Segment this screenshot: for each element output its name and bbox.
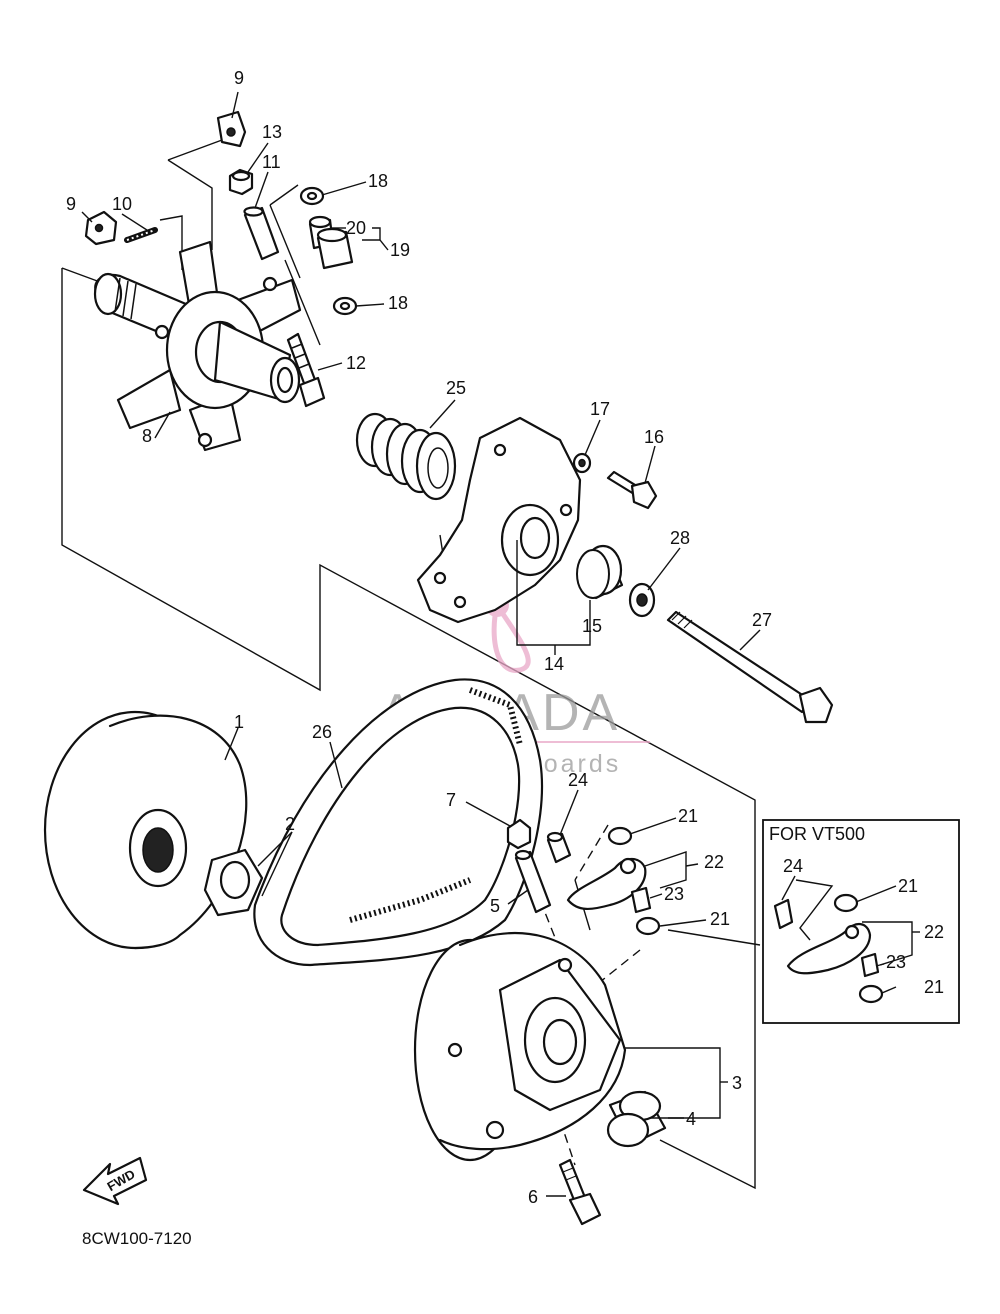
callout-14: 14 bbox=[544, 654, 564, 674]
callout-4: 4 bbox=[686, 1109, 696, 1129]
inset-callout-24: 24 bbox=[783, 856, 803, 876]
callout-2: 2 bbox=[285, 814, 295, 834]
callout-23: 23 bbox=[664, 884, 684, 904]
part-6-bolt bbox=[558, 1158, 602, 1226]
part-2-retainer bbox=[203, 848, 264, 917]
callout-10: 10 bbox=[112, 194, 132, 214]
callout-16: 16 bbox=[644, 427, 664, 447]
part-28-washer bbox=[628, 582, 656, 618]
callout-25: 25 bbox=[446, 378, 466, 398]
callout-1: 1 bbox=[234, 712, 244, 732]
callout-21-bottom: 21 bbox=[710, 909, 730, 929]
part-8-spider-assembly bbox=[93, 240, 302, 452]
part-7-nut bbox=[506, 818, 532, 850]
callout-12: 12 bbox=[346, 353, 366, 373]
inset-callout-22: 22 bbox=[924, 922, 944, 942]
part-27-bolt bbox=[666, 610, 834, 724]
inset-part-23-bushing bbox=[860, 952, 880, 978]
part-18-washer-top bbox=[299, 186, 325, 206]
callout-15: 15 bbox=[582, 616, 602, 636]
inset-part-21-washer-bottom bbox=[858, 984, 884, 1004]
inset-callout-21-top: 21 bbox=[898, 876, 918, 896]
callout-18-bottom: 18 bbox=[388, 293, 408, 313]
callout-21-top: 21 bbox=[678, 806, 698, 826]
part-11-collar bbox=[243, 206, 280, 261]
part-15-bushing bbox=[576, 544, 624, 600]
callout-13: 13 bbox=[262, 122, 282, 142]
callout-leader-lines bbox=[81, 91, 920, 1197]
callout-3: 3 bbox=[732, 1073, 742, 1093]
part-18-washer-bottom bbox=[332, 296, 358, 316]
forward-direction-arrow: FWD bbox=[82, 1156, 148, 1206]
part-22-weight bbox=[566, 857, 647, 910]
callout-9-left: 9 bbox=[66, 194, 76, 214]
callout-27: 27 bbox=[752, 610, 772, 630]
callout-22: 22 bbox=[704, 852, 724, 872]
inset-part-24-pin bbox=[773, 898, 794, 930]
part-19-roller bbox=[316, 227, 354, 270]
diagram-code: 8CW100-7120 bbox=[82, 1229, 192, 1248]
callout-19: 19 bbox=[390, 240, 410, 260]
part-10-pin bbox=[124, 227, 158, 243]
part-9-slider-top bbox=[216, 110, 247, 148]
callout-24: 24 bbox=[568, 770, 588, 790]
inset-title: FOR VT500 bbox=[769, 824, 865, 844]
part-17-washer bbox=[572, 452, 592, 474]
inset-vt500: FOR VT500 bbox=[762, 819, 960, 1024]
part-14-spring-cover bbox=[416, 416, 582, 624]
part-25-spring bbox=[355, 412, 457, 501]
part-23-bushing bbox=[630, 886, 652, 914]
callout-11: 11 bbox=[262, 152, 281, 172]
callout-6: 6 bbox=[528, 1187, 538, 1207]
callout-5: 5 bbox=[490, 896, 500, 916]
part-4-bushing bbox=[606, 1090, 667, 1148]
part-26-belt bbox=[253, 678, 543, 967]
callout-26: 26 bbox=[312, 722, 332, 742]
part-21-washer-bottom bbox=[635, 916, 661, 936]
inset-part-21-washer-top bbox=[833, 893, 859, 913]
callout-17: 17 bbox=[590, 399, 610, 419]
part-12-bolt bbox=[286, 332, 326, 408]
part-21-washer-top bbox=[607, 826, 633, 846]
callout-9-top: 9 bbox=[234, 68, 244, 88]
callout-numbers: 9 13 11 18 20 19 18 12 9 10 8 25 17 16 2… bbox=[66, 68, 944, 1207]
part-3-drive-sheave bbox=[413, 932, 627, 1162]
inset-callout-23: 23 bbox=[886, 952, 906, 972]
part-1-sheave bbox=[43, 710, 248, 950]
inset-callout-21-bottom: 21 bbox=[924, 977, 944, 997]
callout-8: 8 bbox=[142, 426, 152, 446]
callout-18-top: 18 bbox=[368, 171, 388, 191]
callout-20: 20 bbox=[346, 218, 366, 238]
callout-7: 7 bbox=[446, 790, 456, 810]
part-5-pin bbox=[514, 849, 552, 914]
part-24-pin bbox=[546, 831, 572, 864]
part-9-slider-left bbox=[84, 210, 118, 246]
part-13-nut bbox=[228, 168, 254, 196]
part-16-bolt bbox=[606, 470, 658, 510]
callout-28: 28 bbox=[670, 528, 690, 548]
